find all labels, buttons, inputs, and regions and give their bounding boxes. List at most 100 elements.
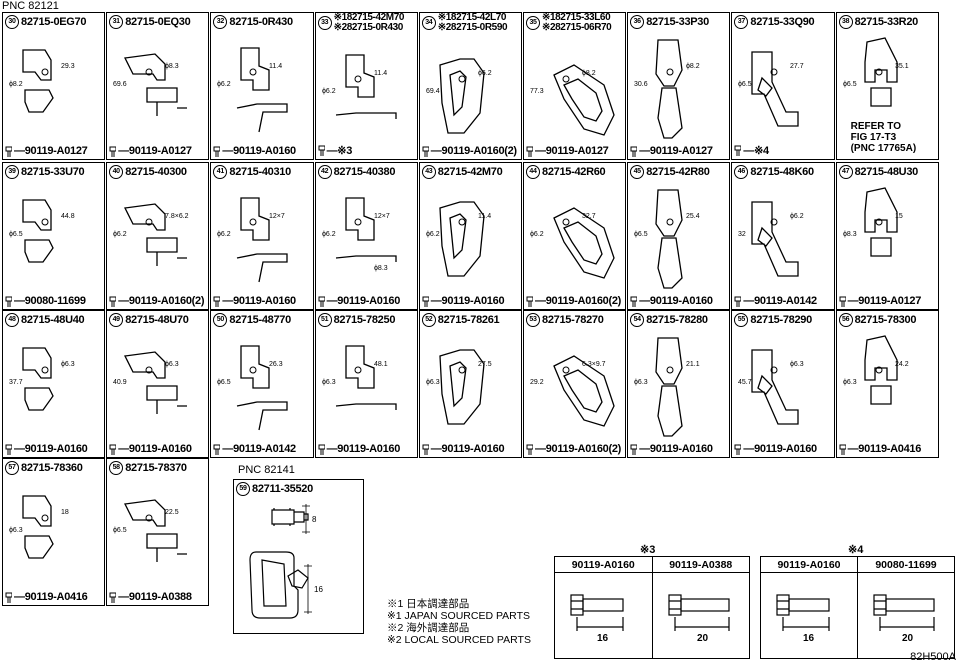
bracket-outline (863, 187, 898, 257)
dimension-label: 12×7 (374, 213, 390, 220)
table4-col-1: 90119-A0160 (760, 556, 858, 573)
bolt-icon: 20 (873, 594, 935, 644)
table3-label: ※3 (640, 544, 656, 556)
bolt-callout: —90119-A0160(2) (526, 295, 621, 307)
part-number: 82715-78290 (750, 314, 812, 326)
dimension-label: 24.2 (895, 361, 909, 368)
mount-hole (458, 75, 466, 83)
bolt-number: —90119-A0160 (118, 443, 192, 455)
dimension-label: ϕ8.2 (9, 81, 23, 88)
bolt-number: —90119-A0142 (222, 443, 296, 455)
mount-hole (875, 218, 883, 226)
bolt-icon (422, 444, 429, 455)
bracket-drawing: ϕ6.212×7 (217, 197, 289, 283)
part-number: 82715-78261 (437, 314, 500, 326)
mount-hole (249, 366, 257, 374)
bolt-drawing-cell: 16 (760, 572, 858, 659)
part-number: 82715-40300 (125, 166, 187, 178)
dimension-label: ϕ6.5 (217, 379, 231, 386)
bolt-icon (213, 296, 221, 307)
bracket-outline (237, 345, 289, 431)
mount-hole (458, 218, 466, 226)
part-number: 82715-42M70 (437, 166, 503, 178)
bracket-drawing: ϕ6.27.8×6.2 (113, 203, 189, 266)
part-number: 82715-78360 (21, 462, 83, 474)
bolt-callout: —90119-A0127 (839, 295, 921, 307)
index-circle: 58 (109, 461, 124, 475)
mount-hole (562, 75, 570, 83)
bolt-icon (5, 146, 12, 157)
bracket-drawing: ϕ6.327.5 (426, 349, 492, 425)
bolt-icon (318, 145, 325, 156)
dimension-label: 35.1 (895, 63, 909, 70)
dimension-label: ϕ6.3 (843, 379, 857, 386)
bolt-number: —※3 (326, 145, 353, 157)
mount-hole (145, 68, 153, 76)
bolt-icon (5, 296, 12, 307)
dimension-label: ϕ6.3 (322, 379, 336, 386)
dimension-label: ϕ8.2 (582, 70, 596, 77)
bolt-icon: 16 (776, 594, 830, 644)
dimension-label: ϕ6.2 (530, 231, 544, 238)
bracket-drawing: ϕ8.315 (843, 187, 902, 257)
part-number: ※182715-42M70 (333, 12, 405, 23)
bracket-drawing: ϕ6.321.1 (634, 337, 700, 437)
bolt-table-3: 90119-A0160 90119-A0388 16 20 (554, 556, 750, 659)
bracket-drawing: ϕ6.527.7 (738, 51, 804, 127)
part-number-alt: ※282715-0R590 (437, 22, 508, 33)
mount-hole (41, 514, 49, 522)
bolt-number: —90119-A0160 (222, 295, 296, 307)
bracket-outline (751, 201, 800, 277)
mount-hole (354, 218, 362, 226)
part-number: 82715-33U70 (21, 166, 85, 178)
bolt-number: —90119-A0160 (430, 443, 505, 455)
mount-hole (354, 75, 362, 83)
part-number: 82715-40310 (229, 166, 291, 178)
index-circle: 35 (526, 16, 540, 30)
svg-text:16: 16 (803, 633, 815, 644)
part-cell-59[interactable]: 59 82711-35520 8 16 (233, 479, 364, 634)
dimension-label: 32.7 (582, 213, 596, 220)
bracket-drawing: ϕ6.535.1 (843, 37, 909, 107)
dimension-label: ϕ6.2 (217, 81, 231, 88)
bolt-callout: —90119-A0160 (630, 295, 713, 307)
dimension-label: 45.7 (738, 379, 752, 386)
part-header: 35※182715-33L60※282715-06R70 (526, 13, 612, 33)
svg-text:16: 16 (597, 633, 609, 644)
dimension-label: ϕ6.3 (61, 361, 75, 368)
dim-8: 8 (312, 515, 317, 524)
dimension-label: 11.4 (269, 63, 282, 70)
index-circle: 39 (5, 165, 19, 179)
